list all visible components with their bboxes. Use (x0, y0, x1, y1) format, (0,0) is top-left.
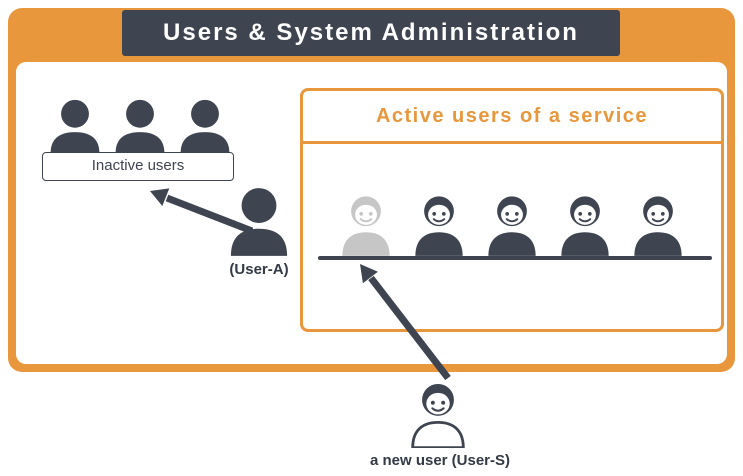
active-users-title: Active users of a service (303, 91, 721, 144)
user-silhouette-icon (50, 99, 100, 153)
active-user-icon (634, 196, 682, 256)
user-silhouette-icon (115, 99, 165, 153)
user-a-silhouette-icon (230, 188, 288, 256)
user-a-label: (User-A) (229, 261, 289, 278)
active-user-icon (415, 196, 463, 256)
new-user-icon (411, 383, 465, 448)
new-user-label: a new user (User-S) (369, 452, 511, 469)
active-user-icon (488, 196, 536, 256)
active-users-baseline (318, 256, 712, 260)
user-silhouette-icon (180, 99, 230, 153)
page-title: Users & System Administration (122, 10, 620, 56)
inactive-users-box: Inactive users (42, 152, 234, 181)
faded-user-icon (342, 196, 390, 256)
active-user-icon (561, 196, 609, 256)
